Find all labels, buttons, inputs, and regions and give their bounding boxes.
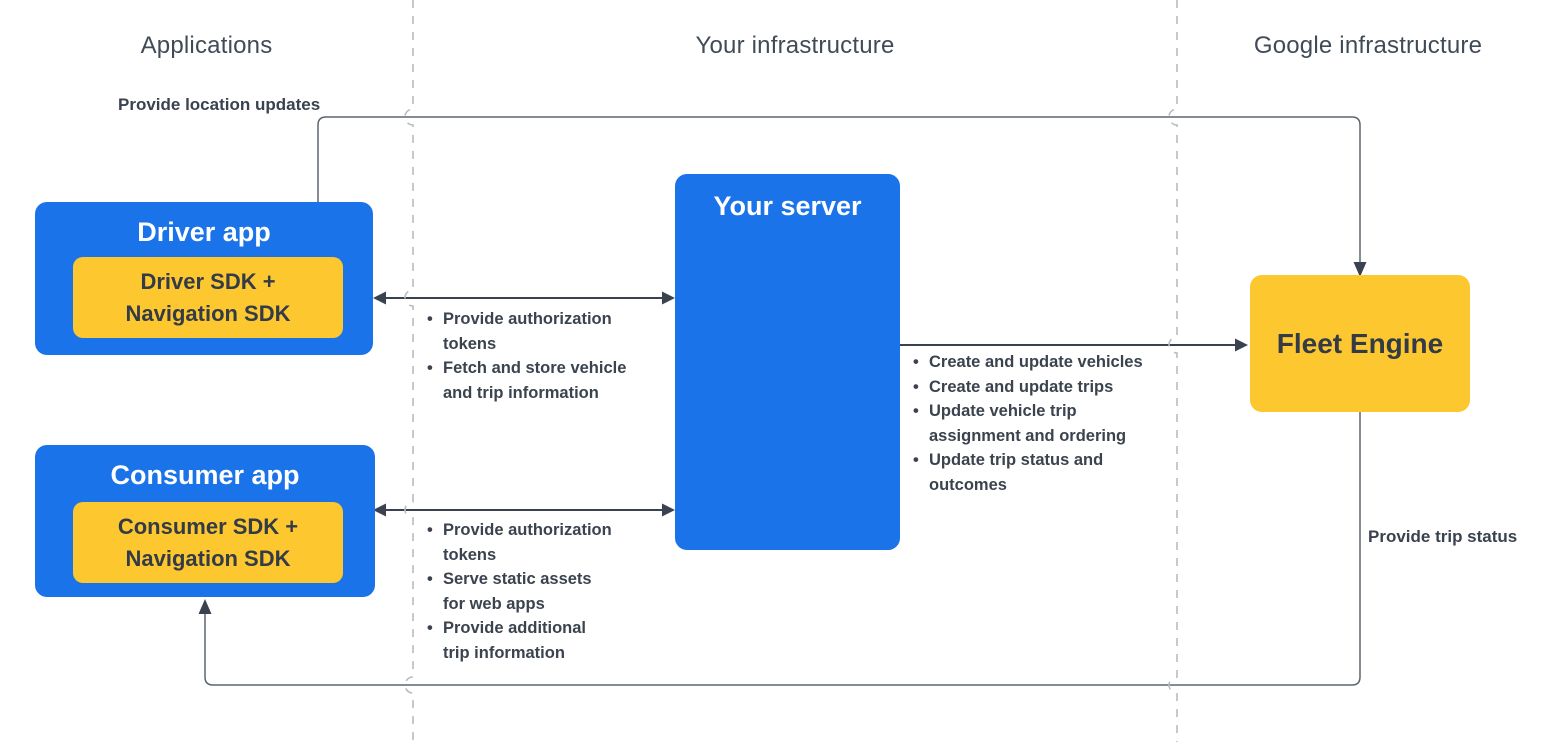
driver-sdk-line1: Driver SDK + [140, 268, 276, 294]
fleet-engine-title: Fleet Engine [1276, 327, 1444, 359]
note-line: trip information [443, 643, 565, 662]
note-line: •Provide authorization [427, 521, 612, 539]
column-header-your-infrastructure: Your infrastructure [695, 32, 895, 59]
dashed-divider-right [1168, 0, 1178, 742]
note-line: •Provide authorization [427, 310, 612, 328]
note-line: •Provide additional [427, 619, 587, 637]
driver-sdk-node: Driver SDK + Navigation SDK [73, 257, 343, 338]
note-line: for web apps [443, 594, 545, 613]
note-line: •Create and update vehicles [913, 353, 1143, 371]
note-line: •Fetch and store vehicle [427, 359, 627, 377]
note-line: •Update trip status and [913, 451, 1104, 469]
your-server-node: Your server [675, 174, 900, 550]
column-header-google-infrastructure: Google infrastructure [1253, 32, 1483, 59]
arrowhead-into-server-bottom [662, 503, 675, 517]
column-header-applications: Applications [140, 32, 273, 59]
note-line: tokens [443, 545, 497, 564]
label-provide-location-updates: Provide location updates [118, 95, 321, 114]
note-line: and trip information [443, 383, 599, 402]
note-line: outcomes [929, 475, 1007, 494]
label-provide-trip-status: Provide trip status [1368, 527, 1518, 546]
note-line: •Create and update trips [913, 377, 1114, 396]
note-line: •Serve static assets [427, 570, 592, 588]
driver-sdk-line2: Navigation SDK [125, 300, 291, 326]
your-server-title: Your server [713, 191, 862, 221]
consumer-sdk-line2: Navigation SDK [125, 545, 291, 571]
driver-server-notes: •Provide authorization tokens •Fetch and… [427, 307, 626, 405]
arrowhead-into-consumer-app [198, 599, 212, 614]
driver-app-title: Driver app [137, 217, 271, 247]
consumer-app-title: Consumer app [110, 460, 300, 490]
arrowhead-into-fleet-engine-left [1235, 338, 1248, 352]
consumer-sdk-node: Consumer SDK + Navigation SDK [73, 502, 343, 583]
server-fleet-notes: •Create and update vehicles •Create and … [913, 350, 1143, 497]
fleet-engine-node: Fleet Engine [1250, 275, 1470, 412]
dashed-divider-left [404, 0, 414, 742]
consumer-app-node: Consumer app Consumer SDK + Navigation S… [35, 445, 375, 597]
consumer-server-notes: •Provide authorization tokens •Serve sta… [427, 518, 612, 665]
consumer-sdk-line1: Consumer SDK + [117, 513, 299, 539]
note-line: assignment and ordering [929, 426, 1127, 445]
driver-app-node: Driver app Driver SDK + Navigation SDK [35, 202, 373, 355]
arrowhead-into-driver-app [373, 291, 386, 305]
note-line: •Update vehicle trip [913, 402, 1077, 420]
note-line: tokens [443, 334, 497, 353]
arrowhead-into-server-top [662, 291, 675, 305]
